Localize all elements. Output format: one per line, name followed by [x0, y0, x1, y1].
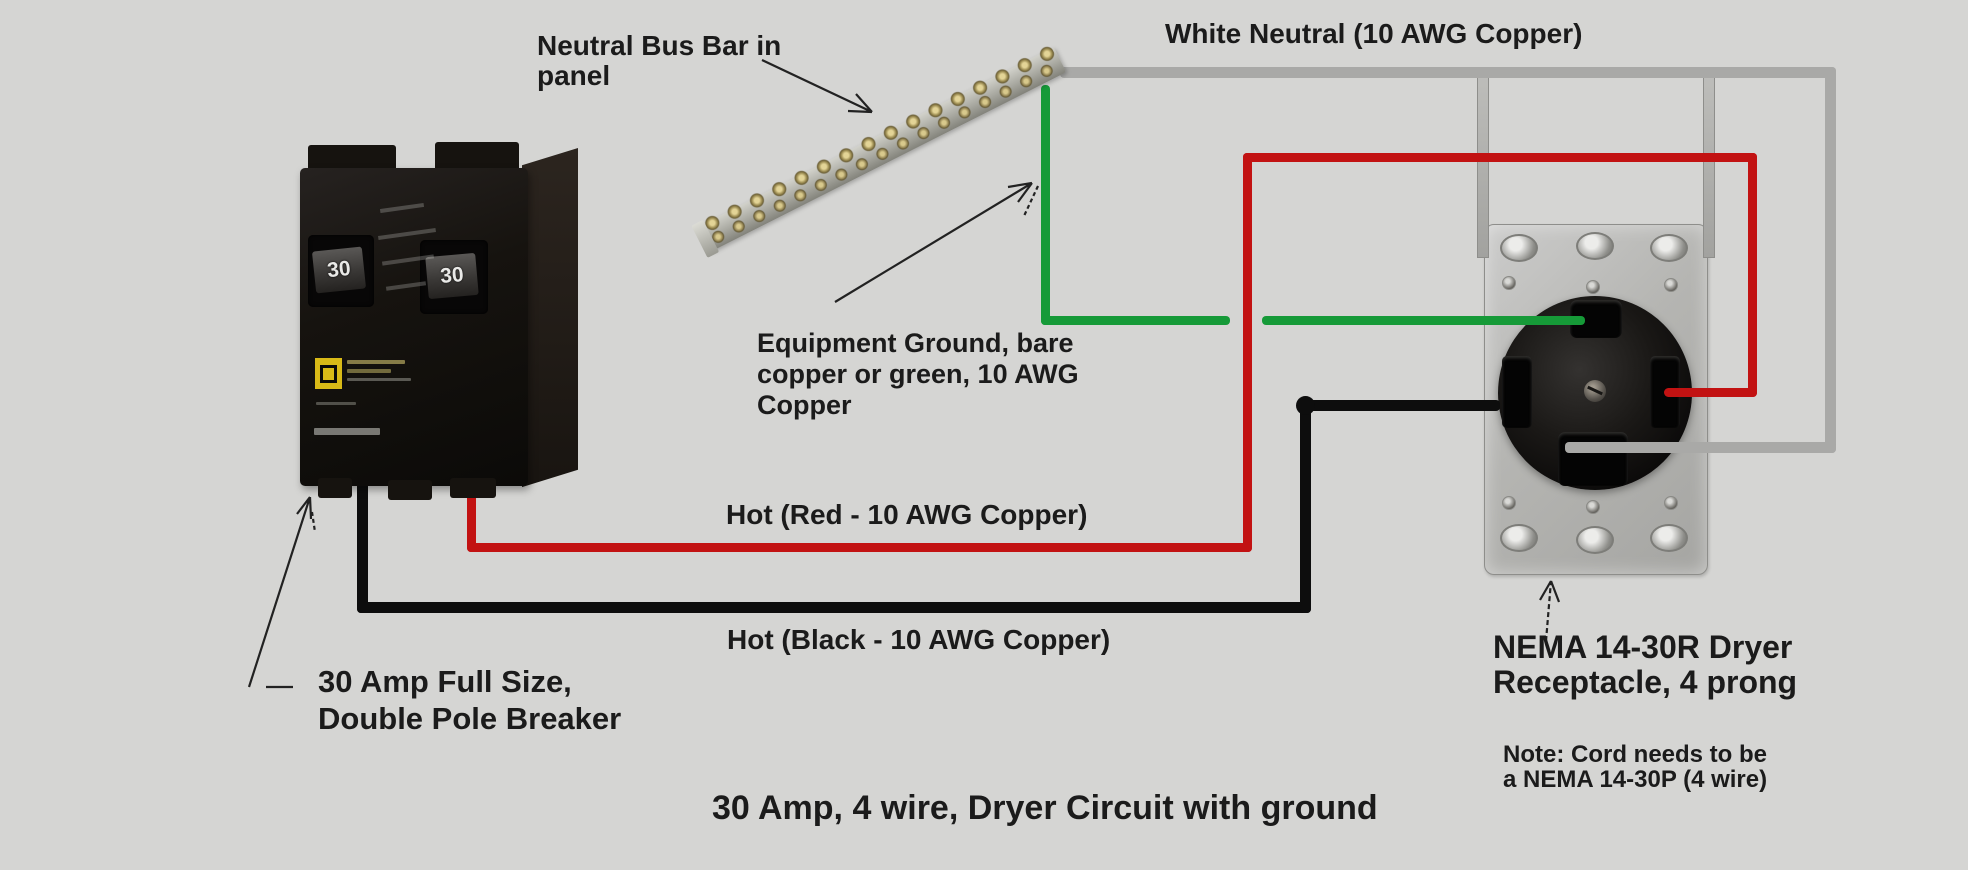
- breaker-arrow: [247, 496, 317, 689]
- breaker-handle-left: 30: [311, 246, 367, 294]
- receptacle-label-line1: NEMA 14-30R Dryer: [1493, 629, 1793, 665]
- breaker-foot: [318, 478, 352, 498]
- hot-red-label: Hot (Red - 10 AWG Copper): [726, 499, 1088, 530]
- black-hot-wire-corner-dot: [1296, 396, 1315, 415]
- breaker-rating-right: 30: [439, 263, 465, 288]
- receptacle-pilot-hole: [1502, 276, 1516, 290]
- receptacle-screw-hole: [1576, 526, 1614, 554]
- black-hot-wire-into-receptacle: [1300, 400, 1500, 411]
- receptacle-screw-hole: [1650, 234, 1688, 262]
- receptacle-screw-hole: [1576, 232, 1614, 260]
- breaker-label: 30 Amp Full Size, Double Pole Breaker: [318, 663, 621, 737]
- receptacle-pilot-hole: [1502, 496, 1516, 510]
- black-hot-wire-bottom-run: [357, 602, 1311, 613]
- receptacle-plate-left-tab: [1477, 76, 1489, 258]
- breaker-label-text-line: [347, 369, 391, 373]
- breaker-label-text-line: [347, 378, 411, 381]
- neutral-bus-bar-label-line1: Neutral Bus Bar in: [537, 30, 782, 61]
- breaker-label-line2: Double Pole Breaker: [318, 701, 622, 736]
- black-hot-wire-riser: [1300, 400, 1311, 613]
- breaker-label-line1: 30 Amp Full Size,: [318, 664, 572, 699]
- neutral-bus-bar-label-line2: panel: [537, 60, 611, 91]
- receptacle-pilot-hole: [1664, 496, 1678, 510]
- equipment-ground-label-line1: Equipment Ground, bare: [757, 328, 1074, 358]
- cord-note-line2: a NEMA 14-30P (4 wire): [1503, 766, 1768, 793]
- red-hot-wire-right-drop: [1748, 153, 1757, 397]
- receptacle-screw-hole: [1650, 524, 1688, 552]
- cord-note-line1: Note: Cord needs to be: [1503, 741, 1768, 768]
- red-hot-wire-top-run: [1243, 153, 1757, 162]
- ground-wire-run-right: [1262, 316, 1585, 325]
- black-hot-wire-breaker-drop: [357, 474, 368, 613]
- receptacle-center-screw: [1584, 380, 1606, 402]
- breaker-foot: [388, 480, 432, 500]
- breaker-label-text-line: [316, 402, 356, 405]
- equipment-ground-label: Equipment Ground, bare copper or green, …: [757, 328, 1079, 421]
- breaker-label-text-line: [347, 360, 405, 364]
- circuit-breaker: 30 30: [300, 140, 578, 502]
- white-neutral-label: White Neutral (10 AWG Copper): [1165, 18, 1583, 49]
- neutral-wire-into-receptacle: [1565, 442, 1836, 453]
- cord-note-label: Note: Cord needs to be a NEMA 14-30P (4 …: [1503, 742, 1767, 792]
- ground-wire-run-left: [1041, 316, 1230, 325]
- breaker-model-number: [314, 428, 380, 435]
- neutral-wire-right-drop: [1825, 67, 1836, 453]
- ground-wire-drop: [1041, 85, 1050, 325]
- receptacle-hot-slot-left: [1502, 356, 1532, 428]
- breaker-body: [300, 168, 528, 486]
- red-hot-wire-into-receptacle: [1664, 388, 1757, 397]
- red-hot-wire-riser: [1243, 153, 1252, 552]
- receptacle-pilot-hole: [1586, 500, 1600, 514]
- breaker-side-panel: [522, 148, 578, 488]
- breaker-rating-left: 30: [326, 256, 352, 283]
- equipment-ground-arrow: [834, 181, 1039, 303]
- receptacle-label-line2: Receptacle, 4 prong: [1493, 664, 1798, 700]
- red-hot-wire-breaker-drop: [467, 482, 476, 552]
- breaker-handle-right: 30: [425, 252, 479, 300]
- equipment-ground-label-line2: copper or green, 10 AWG: [757, 359, 1079, 389]
- receptacle-screw-hole: [1500, 234, 1538, 262]
- neutral-wire-top-run: [1060, 67, 1836, 78]
- breaker-foot: [450, 478, 496, 498]
- square-d-logo: [315, 358, 342, 389]
- receptacle-pilot-hole: [1664, 278, 1678, 292]
- hot-black-label: Hot (Black - 10 AWG Copper): [727, 624, 1111, 655]
- receptacle-plate-right-tab: [1703, 76, 1715, 258]
- diagram-title: 30 Amp, 4 wire, Dryer Circuit with groun…: [712, 789, 1378, 827]
- receptacle-pilot-hole: [1586, 280, 1600, 294]
- receptacle-screw-hole: [1500, 524, 1538, 552]
- neutral-bus-bar-label: Neutral Bus Bar in panel: [537, 31, 781, 91]
- equipment-ground-label-line3: Copper: [757, 390, 852, 420]
- receptacle-neutral-slot: [1558, 432, 1628, 486]
- red-hot-wire-bottom-run: [467, 543, 1252, 552]
- receptacle-label: NEMA 14-30R Dryer Receptacle, 4 prong: [1493, 630, 1797, 700]
